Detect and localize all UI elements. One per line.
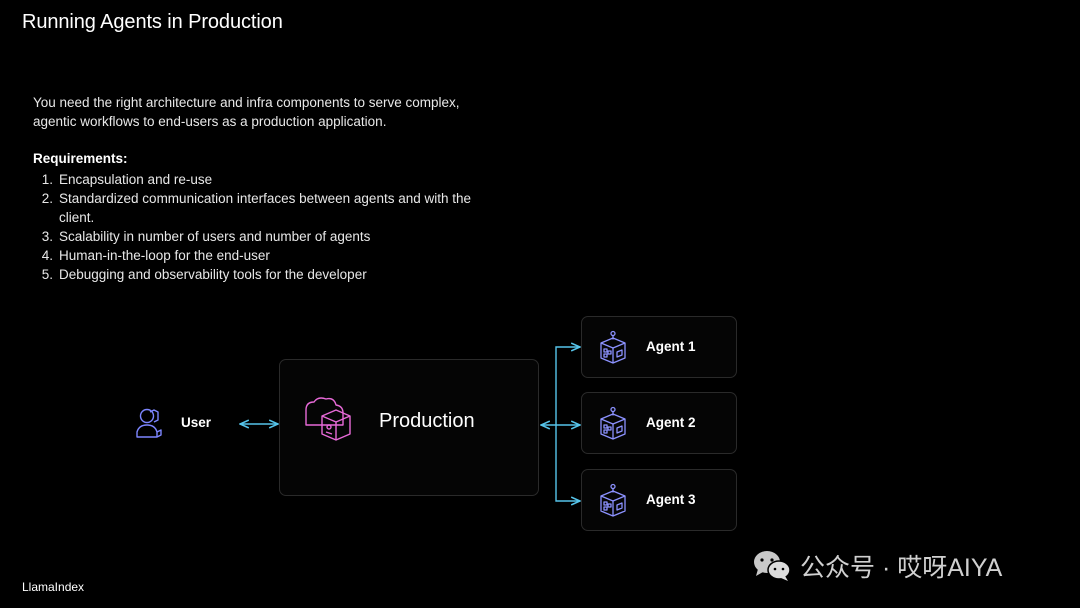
list-item-text: Human-in-the-loop for the end-user [59, 248, 270, 263]
intro-paragraph: You need the right architecture and infr… [33, 95, 460, 129]
list-item-number: 2. [41, 191, 53, 206]
requirements-list: 1. Encapsulation and re-use 2. Standardi… [33, 170, 503, 284]
slide-title: Running Agents in Production [22, 11, 283, 33]
agent-label-3: Agent 3 [646, 492, 696, 507]
list-item: 5. Debugging and observability tools for… [33, 265, 503, 284]
list-item-number: 3. [41, 229, 53, 244]
list-item-number: 5. [41, 267, 53, 282]
list-item-text: Standardized communication interfaces be… [59, 191, 472, 225]
agent-label-2: Agent 2 [646, 415, 696, 430]
agent-box-3 [581, 469, 737, 531]
agent-box-1 [581, 316, 737, 378]
list-item-text: Encapsulation and re-use [59, 172, 213, 187]
watermark: 公众号 · 哎呀AIYA [752, 548, 1002, 584]
list-item: 1. Encapsulation and re-use [33, 170, 503, 189]
list-item-text: Scalability in number of users and numbe… [59, 229, 371, 244]
user-label: User [181, 415, 212, 430]
production-agent1-arrow [541, 347, 580, 425]
requirements-heading: Requirements: [33, 151, 128, 166]
user-icon [136, 408, 162, 438]
agent-label-1: Agent 1 [646, 339, 696, 354]
list-item: 3. Scalability in number of users and nu… [33, 227, 503, 246]
agent-building-icon [600, 406, 626, 440]
agent-building-icon [600, 330, 626, 364]
watermark-text: 公众号 · 哎呀AIYA [800, 554, 1003, 582]
list-item-number: 1. [41, 172, 53, 187]
list-item-number: 4. [41, 248, 53, 263]
brand-label: LlamaIndex [22, 580, 85, 594]
cloud-server-icon [305, 397, 351, 441]
agent-building-icon [600, 483, 626, 517]
list-item: 2. Standardized communication interfaces… [33, 189, 503, 227]
list-item: 4. Human-in-the-loop for the end-user [33, 246, 503, 265]
wechat-icon [754, 551, 791, 581]
agent-box-2 [581, 392, 737, 454]
production-label: Production [379, 410, 475, 432]
list-item-text: Debugging and observability tools for th… [59, 267, 367, 282]
production-agent3-arrow [555, 425, 580, 501]
